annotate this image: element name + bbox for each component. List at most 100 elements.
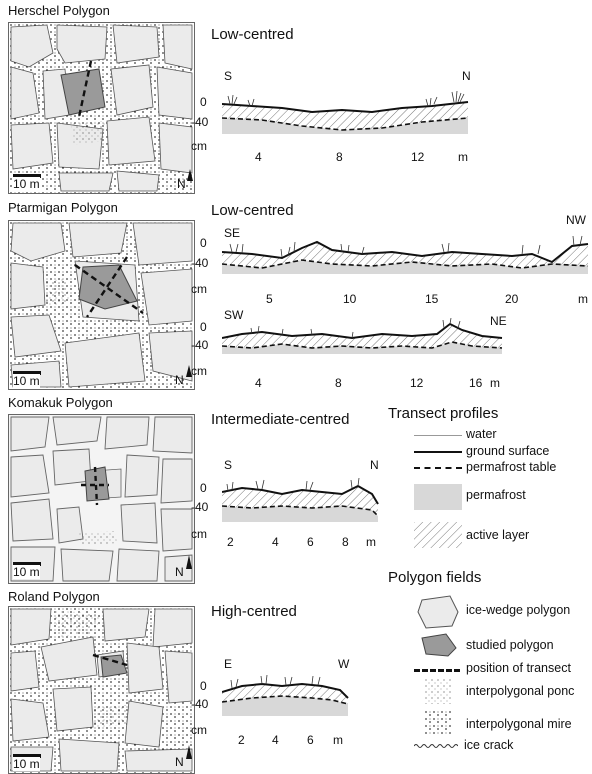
scale-label: 10 m [13,565,40,579]
ptarmigan-map: 10 m N [8,220,195,390]
x-tick: 12 [410,376,424,390]
legend-item-ice-wedge-polygon: ice-wedge polygon [466,603,571,617]
y-tick-40: -40 [191,500,209,514]
transect-start: S [224,458,233,472]
transect-end: N [462,69,471,83]
y-unit: cm [191,139,207,153]
legend-item-permafrost: permafrost [466,488,526,502]
ice-crack-line-icon [413,738,459,756]
north-label: N [177,177,186,191]
y-tick-0: 0 [200,320,207,334]
transect-end: NW [566,213,586,227]
x-unit: m [490,376,500,390]
scale-bar [13,174,41,178]
ground-surface-line-icon [414,451,462,453]
north-arrow-icon [187,169,193,181]
y-tick-0: 0 [200,481,207,495]
north-arrow-icon [186,365,192,377]
transect-end: W [338,657,350,671]
x-tick: 16 [469,376,483,390]
transect-start: SE [224,226,241,240]
ptarmigan-profile-1-drawing [222,235,589,274]
x-tick: 8 [336,150,343,164]
x-tick: 4 [255,376,262,390]
north-label: N [175,373,184,387]
y-tick-40: -40 [191,338,209,352]
x-tick: 12 [411,150,425,164]
north-label: N [175,755,184,769]
herschel-map: 10 m N [8,22,195,194]
x-tick: 2 [227,535,234,549]
x-tick: 10 [343,292,357,306]
legend-item-water: water [466,427,497,441]
scale-label: 10 m [13,177,40,191]
ptarmigan-profile-2 [222,318,504,358]
herschel-type: Low-centred [211,26,294,43]
studied-polygon-swatch-drawing [421,633,457,657]
x-tick: 4 [272,535,279,549]
legend-item-position-of-transect: position of transect [466,661,571,675]
roland-profile-drawing [222,674,349,716]
studied-polygon-swatch [418,632,458,663]
legend-item-studied-polygon: studied polygon [466,638,554,652]
komakuk-map: 10 m N [8,414,195,584]
y-tick-40: -40 [191,256,209,270]
y-tick-40: -40 [191,115,209,129]
ptarmigan-profile-2-drawing [222,318,503,354]
north-label: N [175,565,184,579]
y-unit: cm [191,282,207,296]
x-tick: 6 [307,733,314,747]
legend-item-interpolygonal-pond: interpolygonal ponc [466,684,575,698]
legend-item-active-layer: active layer [466,528,530,542]
roland-title: Roland Polygon [8,589,100,604]
scale-label: 10 m [13,757,40,771]
x-tick: 6 [307,535,314,549]
x-tick: 4 [272,733,279,747]
x-tick: 8 [335,376,342,390]
ptarmigan-title: Ptarmigan Polygon [8,200,118,215]
ice-crack-line-icon-drawing [413,744,459,748]
ice-wedge-polygon-swatch-drawing [417,595,459,629]
active-layer-swatch-drawing [414,522,462,548]
roland-map-drawing [9,607,194,773]
x-unit: m [366,535,376,549]
x-unit: m [578,292,588,306]
roland-type: High-centred [211,603,297,620]
x-tick: 4 [255,150,262,164]
transect-end: N [370,458,379,472]
x-tick: 5 [266,292,273,306]
komakuk-title: Komakuk Polygon [8,395,113,410]
permafrost-swatch [414,484,462,510]
scale-bar [13,562,41,566]
x-tick: 2 [238,733,245,747]
y-tick-0: 0 [200,679,207,693]
legend-transect-title: Transect profiles [388,405,499,422]
interpolygonal-mire-swatch-drawing [424,710,452,734]
x-tick: 8 [342,535,349,549]
water-line-icon [414,435,462,436]
legend-item-ice-crack: ice crack [464,738,514,752]
komakuk-profile [222,470,382,525]
y-tick-0: 0 [200,95,207,109]
scale-label: 10 m [13,374,40,388]
y-unit: cm [191,364,207,378]
transect-end: NE [490,314,507,328]
y-unit: cm [191,723,207,737]
x-tick: 20 [505,292,519,306]
north-arrow-icon [186,555,192,569]
scale-bar [13,754,41,758]
y-tick-40: -40 [191,697,209,711]
x-unit: m [333,733,343,747]
transect-position-line-icon [414,669,460,672]
herschel-profile [222,82,472,142]
komakuk-profile-drawing [222,477,379,522]
transect-start: E [224,657,233,671]
interpolygonal-mire-swatch [424,710,452,739]
ptarmigan-type: Low-centred [211,202,294,219]
interpolygonal-pond-swatch [424,678,452,709]
interpolygonal-pond-swatch-drawing [424,678,452,704]
herschel-map-drawing [9,23,194,193]
komakuk-map-drawing [9,415,194,583]
north-arrow-icon [186,745,192,759]
ptarmigan-profile-1 [222,230,592,280]
